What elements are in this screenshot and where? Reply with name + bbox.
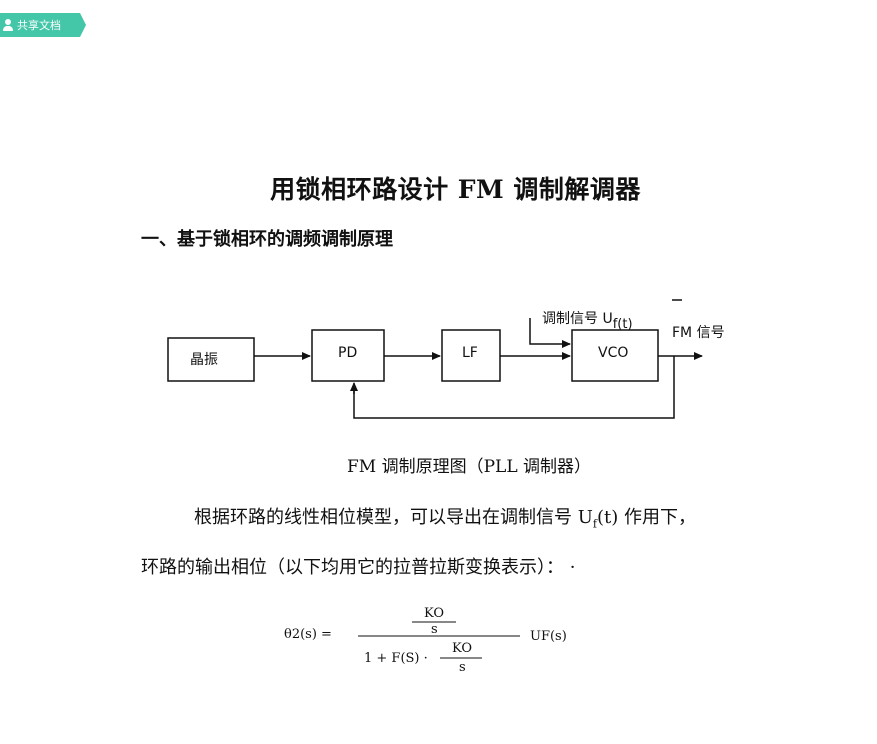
- paragraph-1: 根据环路的线性相位模型，可以导出在调制信号 Uf(t) 作用下，: [194, 507, 696, 531]
- feedback-path: [353, 356, 675, 419]
- figure-caption: FM 调制原理图（PLL 调制器）: [346, 457, 592, 477]
- lf-label: LF: [462, 345, 478, 361]
- pd-label: PD: [338, 345, 357, 361]
- formula-den-top: KO: [452, 641, 472, 656]
- formula-num-top: KO: [424, 606, 444, 621]
- pd-block: [311, 329, 385, 382]
- section-heading: 一、基于锁相环的调频调制原理: [141, 229, 393, 250]
- formula-lhs: θ2(s) =: [284, 627, 332, 642]
- badge-label: 共享文档: [17, 19, 61, 32]
- shared-doc-badge[interactable]: 共享文档: [0, 13, 86, 37]
- lf-block: [441, 329, 501, 382]
- formula-num-bottom: s: [431, 622, 438, 637]
- output-phase-formula: θ2(s) = KO s 1 + F(S) · KO s UF(s): [284, 606, 567, 675]
- modulation-input-label: 调制信号 Uf(t): [542, 311, 633, 332]
- arrow-modulation-input: [529, 318, 571, 348]
- user-icon: [3, 19, 13, 31]
- formula-rhs: UF(s): [530, 629, 567, 644]
- formula-den-prefix: 1 + F(S) ·: [364, 651, 428, 666]
- oscillator-block: [167, 337, 255, 382]
- vco-label: VCO: [598, 345, 628, 361]
- oscillator-label: 晶振: [190, 352, 218, 368]
- paragraph-2: 环路的输出相位（以下均用它的拉普拉斯变换表示）： ·: [141, 557, 576, 578]
- pll-block-diagram: 晶振 PD LF VCO 调制信号 Uf(t) FM 信号: [167, 299, 725, 419]
- fm-output-label: FM 信号: [672, 325, 725, 341]
- document-title: 用锁相环路设计 FM 调制解调器: [270, 175, 641, 204]
- formula-den-bottom: s: [459, 660, 466, 675]
